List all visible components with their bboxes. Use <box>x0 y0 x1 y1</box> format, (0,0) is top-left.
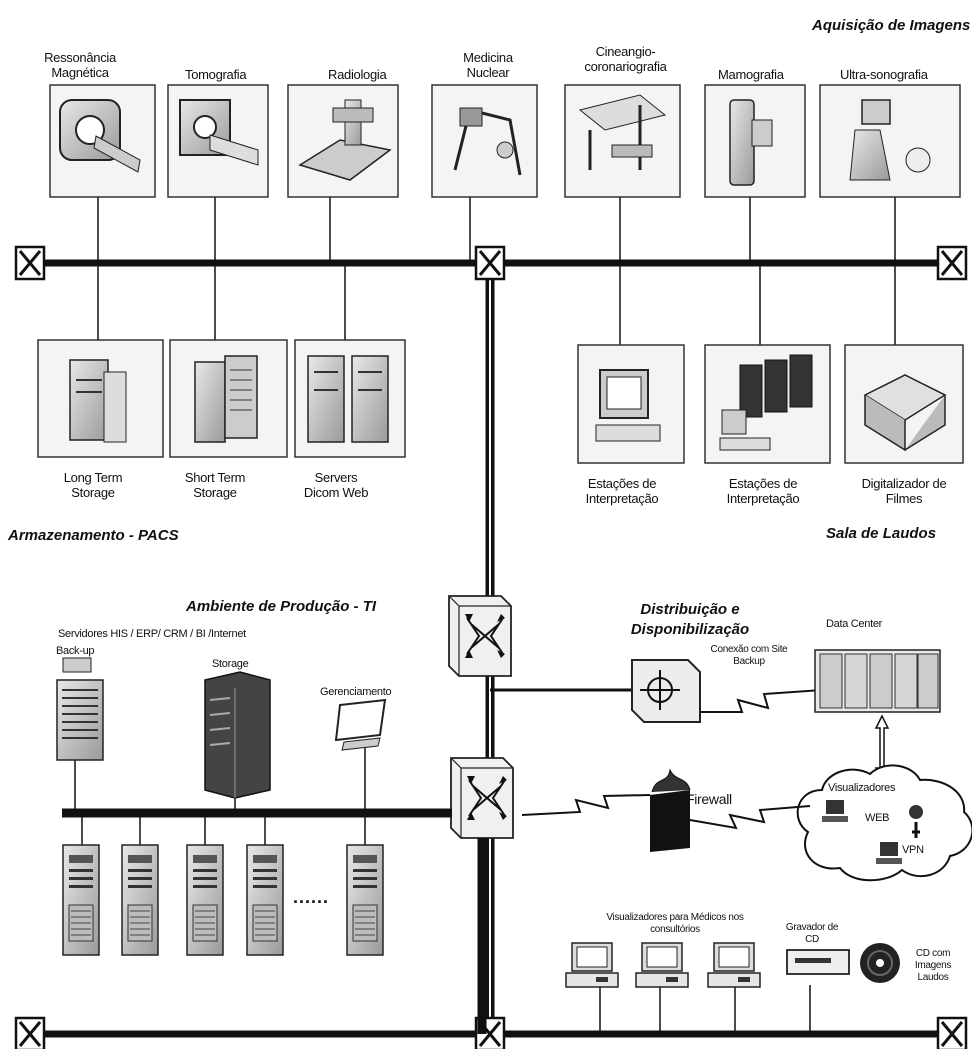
label-servers-dicom-web: Servers Dicom Web <box>303 470 369 500</box>
server-tower-icon <box>62 844 100 956</box>
servers-ellipsis: ...... <box>293 887 330 907</box>
label-cineangio: Cineangio-coronariografia <box>584 44 667 74</box>
label-estacao-1: Estações de Interpretação <box>585 476 659 506</box>
label-gerenciamento: Gerenciamento <box>320 686 392 698</box>
modality-mamografia-icon <box>704 84 806 198</box>
server-tower-icon <box>186 844 224 956</box>
label-long-term-storage: Long Term Storage <box>63 470 123 500</box>
label-radiologia: Radiologia <box>328 67 387 82</box>
label-gravador-cd: Gravador de CD <box>785 922 839 945</box>
estacao-interpretacao-1-icon <box>577 344 685 464</box>
cd-recorder-icon <box>786 949 850 975</box>
estacao-interpretacao-2-icon <box>704 344 831 464</box>
modality-cineangio-icon <box>564 84 681 198</box>
bus-node-icon <box>936 1016 968 1049</box>
label-storage: Storage <box>212 658 249 670</box>
viewer-pc-icon <box>565 942 619 988</box>
gerenciamento-icon <box>334 698 387 751</box>
wan-link-icon <box>700 689 823 713</box>
label-servidores: Servidores HIS / ERP/ CRM / BI /Internet <box>58 628 246 640</box>
label-ressonancia: Ressonância Magnética <box>44 50 116 80</box>
viewer-pc-icon <box>635 942 689 988</box>
label-vpn: VPN <box>902 844 924 856</box>
central-switch-icon <box>448 595 512 677</box>
label-cd-imagens: CD com Imagens Laudos <box>914 948 952 983</box>
short-term-storage-icon <box>169 339 288 458</box>
server-tower-icon <box>246 844 284 956</box>
long-term-storage-icon <box>37 339 164 458</box>
modality-ultrasonografia-icon <box>819 84 961 198</box>
data-center-icon <box>814 649 941 713</box>
label-mamografia: Mamografia <box>718 67 784 82</box>
bus-node-icon <box>14 245 46 281</box>
label-medicina-nuclear: Medicina Nuclear <box>463 50 513 80</box>
router-icon <box>631 659 701 723</box>
label-conexao-backup: Conexão com Site Backup <box>710 644 788 667</box>
label-firewall: Firewall <box>686 791 732 807</box>
cloud-icon <box>796 764 972 882</box>
bus-node-icon <box>14 1016 46 1049</box>
modality-tomografia-icon <box>167 84 269 198</box>
modality-radiologia-icon <box>287 84 399 198</box>
label-estacao-2: Estações de Interpretação <box>726 476 800 506</box>
label-web: WEB <box>865 812 890 824</box>
label-backup: Back-up <box>56 645 95 657</box>
section-sala-laudos: Sala de Laudos <box>826 525 937 542</box>
server-tower-icon <box>121 844 159 956</box>
label-visualizadores: Visualizadores <box>828 782 896 794</box>
label-ultrasonografia: Ultra-sonografia <box>840 67 928 82</box>
firewall-icon <box>650 768 691 852</box>
cd-disc-icon <box>860 943 900 983</box>
label-visualizadores-medicos: Visualizadores para Médicos nos consultó… <box>606 912 744 935</box>
modality-ressonancia-icon <box>49 84 156 198</box>
viewer-pc-icon <box>707 942 761 988</box>
label-data-center: Data Center <box>826 618 883 630</box>
section-distribuicao: Distribuição e Disponibilização <box>630 601 750 638</box>
modality-medicina-nuclear-icon <box>431 84 538 198</box>
label-short-term-storage: Short Term Storage <box>184 470 246 500</box>
digitalizador-filmes-icon <box>844 344 964 464</box>
backup-icon <box>56 657 104 761</box>
storage-rack-icon <box>204 671 271 799</box>
section-armazenamento: Armazenamento - PACS <box>8 527 179 544</box>
servers-dicom-web-icon <box>294 339 406 458</box>
production-switch-icon <box>450 757 514 839</box>
bus-node-icon <box>474 245 506 281</box>
server-tower-icon <box>346 844 384 956</box>
label-tomografia: Tomografia <box>185 67 247 82</box>
section-aquisicao: Aquisição de Imagens <box>812 17 971 34</box>
label-digitalizador: Digitalizador de Filmes <box>861 476 947 506</box>
section-producao: Ambiente de Produção - TI <box>186 598 377 615</box>
bus-node-icon <box>936 245 968 281</box>
